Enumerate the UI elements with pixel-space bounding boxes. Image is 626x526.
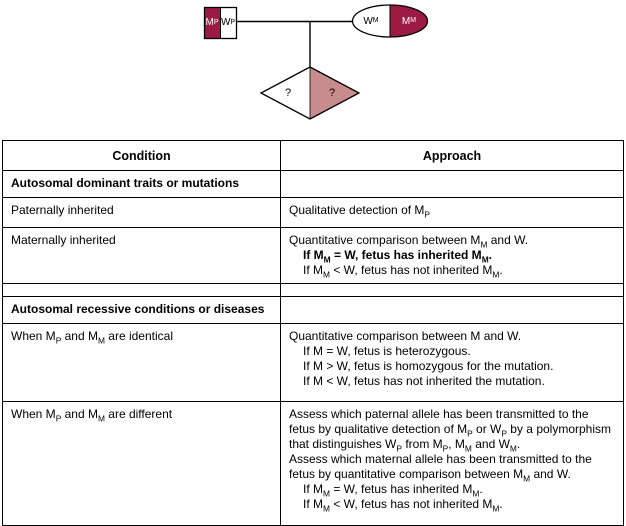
approach-line: Quantitative comparison between MM and W…: [289, 233, 529, 250]
section-title-cell: Autosomal recessive conditions or diseas…: [2, 296, 281, 324]
approach-line: If M < W, fetus has not inherited the mu…: [303, 374, 545, 388]
approach-cell: Assess which paternal allele has been tr…: [280, 401, 624, 526]
approach-cell-empty: [280, 296, 624, 324]
approach-cell: Quantitative comparison between M and W.…: [280, 323, 624, 402]
pedigree-shapes: [203, 4, 429, 120]
condition-cell: Paternally inherited: [2, 197, 281, 228]
table-row-dominant-section: Autosomal dominant traits or mutations: [2, 170, 624, 198]
table-header-row: Condition Approach: [2, 140, 624, 171]
condition-approach-table: Condition Approach Autosomal dominant tr…: [2, 140, 624, 526]
spacer-cell: [280, 283, 624, 297]
father-symbol: [203, 6, 238, 40]
condition-cell: When MP and MM are identical: [2, 323, 281, 402]
approach-line: Assess which maternal allele has been tr…: [289, 452, 592, 484]
approach-line: If MM = W, fetus has inherited MM.: [303, 482, 483, 499]
approach-line: If MM = W, fetus has inherited MM.: [303, 248, 493, 265]
approach-line: If MM < W, fetus has not inherited MM.: [303, 497, 503, 514]
condition-column-header: Condition: [2, 140, 281, 171]
table-row-maternally-inherited: Maternally inherited Quantitative compar…: [2, 227, 624, 284]
table-row-alleles-different: When MP and MM are different Assess whic…: [2, 401, 624, 526]
table-row-alleles-identical: When MP and MM are identical Quantitativ…: [2, 323, 624, 402]
approach-line: Qualitative detection of MP: [289, 203, 430, 220]
approach-line: Assess which paternal allele has been tr…: [289, 407, 612, 454]
approach-cell-empty: [280, 170, 624, 198]
spacer-row: [2, 283, 624, 297]
approach-line: Quantitative comparison between M and W.: [289, 329, 522, 343]
condition-cell: Maternally inherited: [2, 227, 281, 284]
approach-line: If M > W, fetus is homozygous for the mu…: [303, 359, 554, 373]
fetus-symbol: [259, 66, 361, 120]
section-title-cell: Autosomal dominant traits or mutations: [2, 170, 281, 198]
table-row-paternally-inherited: Paternally inherited Qualitative detecti…: [2, 197, 624, 228]
mother-symbol: [351, 4, 429, 38]
approach-line: If MM < W, fetus has not inherited MM.: [303, 263, 503, 280]
approach-cell: Quantitative comparison between MM and W…: [280, 227, 624, 284]
approach-column-header: Approach: [280, 140, 624, 171]
approach-cell: Qualitative detection of MP: [280, 197, 624, 228]
spacer-cell: [2, 283, 281, 297]
approach-line: If M = W, fetus is heterozygous.: [303, 344, 471, 358]
condition-cell: When MP and MM are different: [2, 401, 281, 526]
table-row-recessive-section: Autosomal recessive conditions or diseas…: [2, 296, 624, 324]
